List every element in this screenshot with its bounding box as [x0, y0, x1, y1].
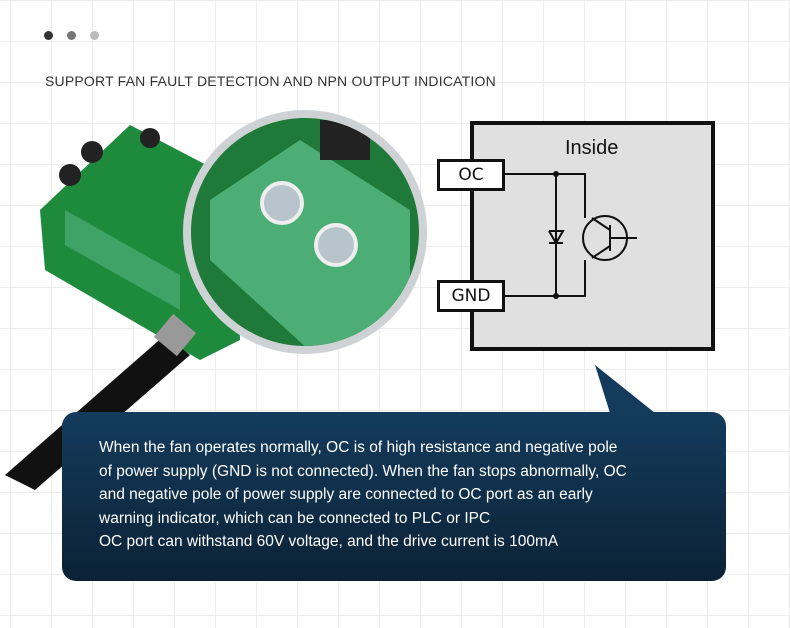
description-line: of power supply (GND is not connected). …: [99, 462, 627, 480]
speech-bubble-tail: [595, 365, 655, 413]
description-line: and negative pole of power supply are co…: [99, 486, 593, 503]
terminal-blocks: [65, 210, 180, 310]
screw: [314, 223, 358, 267]
description-line: warning indicator, which can be connecte…: [99, 509, 491, 527]
carousel-dot-3[interactable]: [90, 31, 99, 40]
capacitor: [59, 164, 81, 186]
diagram-title: Inside: [565, 137, 619, 159]
pin-label-gnd: GND: [437, 280, 505, 312]
screw: [260, 181, 304, 225]
description-line: When the fan operates normally, OC is of…: [99, 439, 618, 456]
section-heading: SUPPORT FAN FAULT DETECTION AND NPN OUTP…: [45, 73, 496, 89]
pin-label-oc: OC: [437, 159, 505, 191]
description-line: OC port can withstand 60V voltage, and t…: [99, 533, 559, 550]
carousel-dot-2[interactable]: [67, 31, 76, 40]
description-box: When the fan operates normally, OC is of…: [62, 412, 726, 581]
carousel-dot-1[interactable]: [44, 31, 53, 40]
pcb-board: [40, 125, 240, 360]
carousel-dots: [44, 31, 99, 40]
